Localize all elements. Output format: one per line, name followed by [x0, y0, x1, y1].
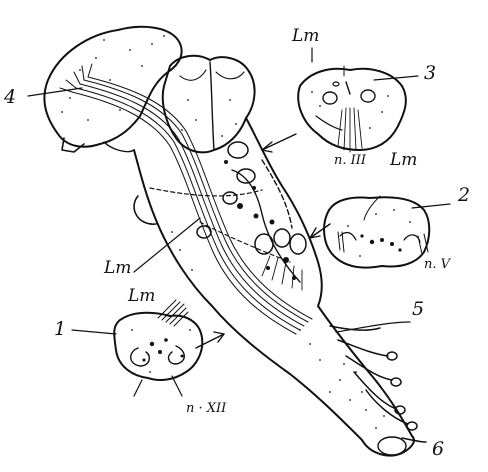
- label-nerve-iii: n. III: [334, 154, 366, 167]
- brainstem: [134, 118, 414, 456]
- label-4: 4: [4, 88, 16, 107]
- label-6: 6: [432, 440, 444, 459]
- label-2: 2: [458, 186, 470, 205]
- medial-lemniscus-tract: [60, 64, 312, 334]
- label-lm-section3: Lm: [292, 28, 319, 45]
- midbrain-tectum: [163, 56, 255, 153]
- cross-section-3: [298, 66, 418, 152]
- label-lm-section1: Lm: [128, 288, 155, 305]
- label-1: 1: [54, 320, 66, 339]
- label-lm-main: Lm: [104, 260, 131, 277]
- label-nerve-v: n. V: [424, 258, 450, 271]
- label-lm-section2: Lm: [390, 152, 417, 169]
- label-5: 5: [412, 300, 424, 319]
- label-3: 3: [424, 64, 436, 83]
- label-nerve-xii: n · XII: [186, 402, 226, 415]
- cross-section-1: [72, 300, 202, 396]
